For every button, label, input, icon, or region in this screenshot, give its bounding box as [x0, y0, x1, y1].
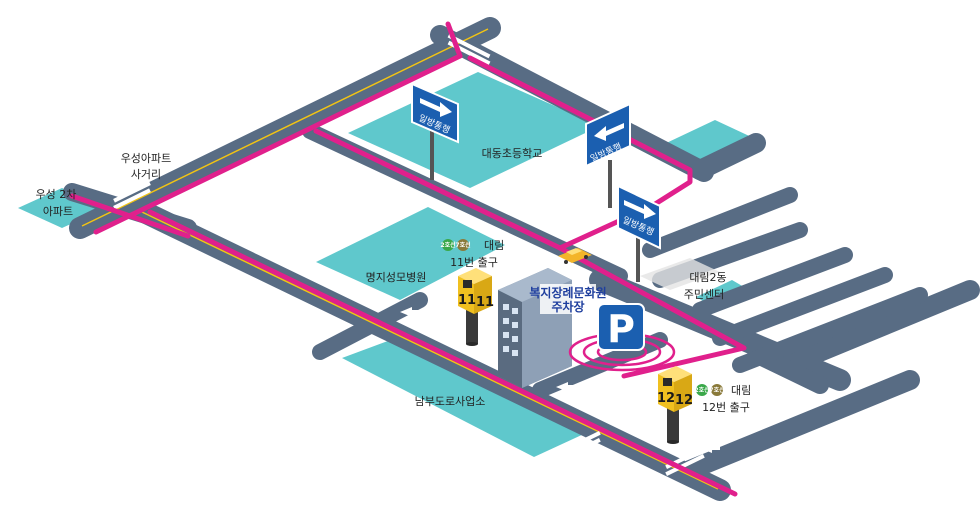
subway-exit-12: 12 12 [657, 366, 693, 444]
route-to-parking [557, 245, 747, 379]
road-arrows [400, 307, 720, 453]
parking-icon: P [607, 307, 635, 351]
exit-12-number-a: 12 [657, 391, 675, 406]
office-label: 남부도로사업소 [415, 395, 486, 408]
exit-12-label: 12번 출구 [702, 401, 750, 414]
road-lower-west [312, 292, 428, 360]
route-line [69, 21, 747, 497]
road-branch-1 [642, 187, 798, 258]
line7-badge-12: 7호선 [709, 386, 724, 394]
exit-12-number-b: 12 [675, 393, 693, 408]
crossroad-label-line1: 우성아파트 [121, 152, 172, 165]
road-branch-5 [732, 287, 928, 373]
parking-title-line2: 주차장 [551, 299, 584, 314]
exit-11-number-b: 11 [476, 295, 494, 310]
office-block [342, 338, 586, 457]
city-blocks [18, 72, 760, 457]
exit-11-label: 11번 출구 [450, 256, 498, 269]
road-top [430, 25, 714, 182]
parking-marker: P [568, 303, 676, 372]
exit-12-station: 대림 [731, 384, 751, 397]
exit-11-station: 대림 [484, 239, 504, 252]
line2-badge-11: 2호선 [440, 241, 455, 249]
route-main [147, 209, 738, 497]
sign-shadow [640, 258, 720, 290]
crossroad-label-line2: 사거리 [131, 168, 161, 181]
school-block [348, 72, 600, 188]
place-labels: 우성아파트 사거리 우성 2차 아파트 대동초등학교 명지성모병원 남부도로사업… [36, 147, 727, 408]
subway-exit-11: 11 11 [458, 268, 494, 346]
road-bottom-right [680, 370, 920, 480]
road-branch-3 [692, 247, 853, 318]
hospital-block [316, 207, 505, 300]
exit-12-info: 2호선 7호선 대림 12번 출구 [694, 384, 751, 414]
apartment-label-line1: 우성 2차 [36, 188, 77, 201]
hospital-label: 명지성모병원 [366, 271, 427, 284]
road-right-upper [690, 133, 766, 180]
center-lines [81, 28, 719, 490]
exit-11-number-a: 11 [458, 293, 476, 308]
taxi [558, 248, 592, 264]
community-block [696, 280, 744, 304]
line7-badge-11: 7호선 [455, 241, 470, 249]
line2-badge-12: 2호선 [694, 386, 709, 394]
route-upper [93, 53, 463, 235]
parking-title-line1: 복지장례문화원 [529, 285, 606, 300]
community-label-line1: 대림2동 [689, 271, 726, 284]
route-top-left [445, 21, 463, 59]
exit-11-info: 2호선 7호선 대림 11번 출구 [440, 239, 504, 269]
road-east-lower [790, 280, 980, 370]
school-label: 대동초등학교 [482, 147, 543, 160]
apartment-label-line2: 아파트 [43, 205, 73, 218]
route-loop [313, 55, 693, 251]
community-label-line2: 주민센터 [684, 288, 724, 301]
one-way-sign-3: 일방통행 [617, 184, 661, 282]
parking-building: 복지장례문화원 주차장 [498, 268, 607, 388]
road-branch-4 [712, 267, 893, 346]
